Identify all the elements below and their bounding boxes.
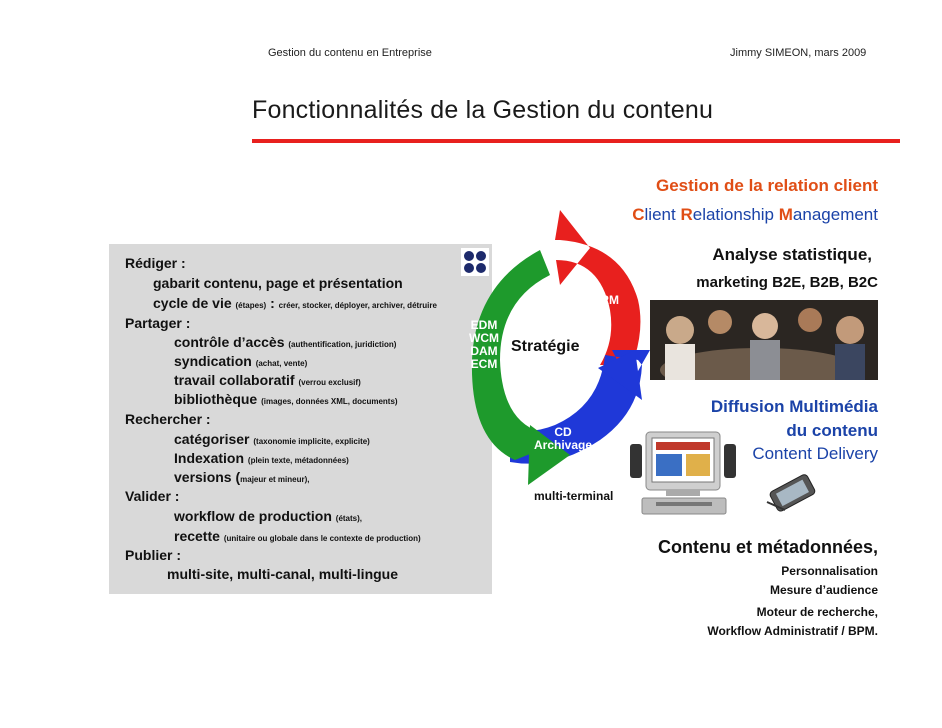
panel-line: syndication (achat, vente) <box>174 353 308 369</box>
contenu-item: Moteur de recherche, <box>756 605 878 619</box>
pda-illustration <box>766 474 816 512</box>
label-edm: EDM <box>470 318 498 332</box>
panel-line: versions (majeur et mineur), <box>174 469 310 485</box>
panel-line: gabarit contenu, page et présentation <box>153 275 403 291</box>
computer-illustration <box>630 431 736 515</box>
panel-line: bibliothèque (images, données XML, docum… <box>174 391 398 407</box>
title-underline <box>252 139 900 143</box>
archivage-arrowhead <box>598 350 642 400</box>
panel-line: cycle de vie (étapes) : créer, stocker, … <box>153 295 437 311</box>
panel-line: Partager : <box>125 315 191 331</box>
panel-line: Rechercher : <box>125 411 211 427</box>
contenu-item: Workflow Administratif / BPM. <box>707 624 878 638</box>
contenu-item: Mesure d’audience <box>769 583 878 597</box>
label-dam: DAM <box>470 344 498 358</box>
page-title: Fonctionnalités de la Gestion du contenu <box>252 96 714 124</box>
panel-line: workflow de production (états), <box>174 508 363 524</box>
crm-acronym: Client Relationship Management <box>632 205 878 224</box>
windows-logo-icon <box>461 248 489 276</box>
header-left: Gestion du contenu en Entreprise <box>268 47 432 59</box>
label-cd: CD <box>554 425 572 439</box>
green-labels: EDM WCM DAM ECM <box>466 319 502 371</box>
contenu-item: Personnalisation <box>781 564 878 578</box>
diffusion-title: Diffusion Multimédia <box>710 397 878 416</box>
multi-terminal-label: multi-terminal <box>534 489 614 503</box>
marketing-text: marketing B2E, B2B, B2C <box>696 274 878 291</box>
panel-line: contrôle d’accès (authentification, juri… <box>174 334 397 350</box>
contenu-title: Contenu et métadonnées, <box>657 537 878 557</box>
meeting-photo <box>650 300 878 380</box>
panel-line: multi-site, multi-canal, multi-lingue <box>167 566 399 582</box>
crm-title: Gestion de la relation client <box>656 176 878 195</box>
label-ecm: ECM <box>470 357 498 371</box>
label-archivage: Archivage <box>533 438 593 452</box>
strategy-label: Stratégie <box>511 338 580 355</box>
analyse-text: Analyse statistique, <box>712 245 872 264</box>
panel-line: Valider : <box>125 488 180 504</box>
panel-line: catégoriser (taxonomie implicite, explic… <box>174 431 370 447</box>
label-wcm: WCM <box>469 331 499 345</box>
panel-line: Indexation (plein texte, métadonnées) <box>174 450 349 466</box>
edm-arrowhead <box>528 425 570 485</box>
header-right: Jimmy SIMEON, mars 2009 <box>730 47 867 59</box>
label-ecrm: eCRM <box>585 293 620 307</box>
strategy-cycle-diagram <box>471 210 650 485</box>
functions-panel: Rédiger : gabarit contenu, page et prése… <box>109 244 492 594</box>
panel-line: Publier : <box>125 547 182 563</box>
ecrm-arrow <box>555 210 641 365</box>
blue-labels: CD Archivage <box>527 426 599 452</box>
panel-line: Rédiger : <box>125 255 186 271</box>
panel-line: travail collaboratif (verrou exclusif) <box>174 372 361 388</box>
panel-line: recette (unitaire ou globale dans le con… <box>174 528 421 544</box>
edm-arrow <box>471 250 550 460</box>
content-delivery: Content Delivery <box>752 444 878 463</box>
diffusion-sub: du contenu <box>786 421 878 440</box>
